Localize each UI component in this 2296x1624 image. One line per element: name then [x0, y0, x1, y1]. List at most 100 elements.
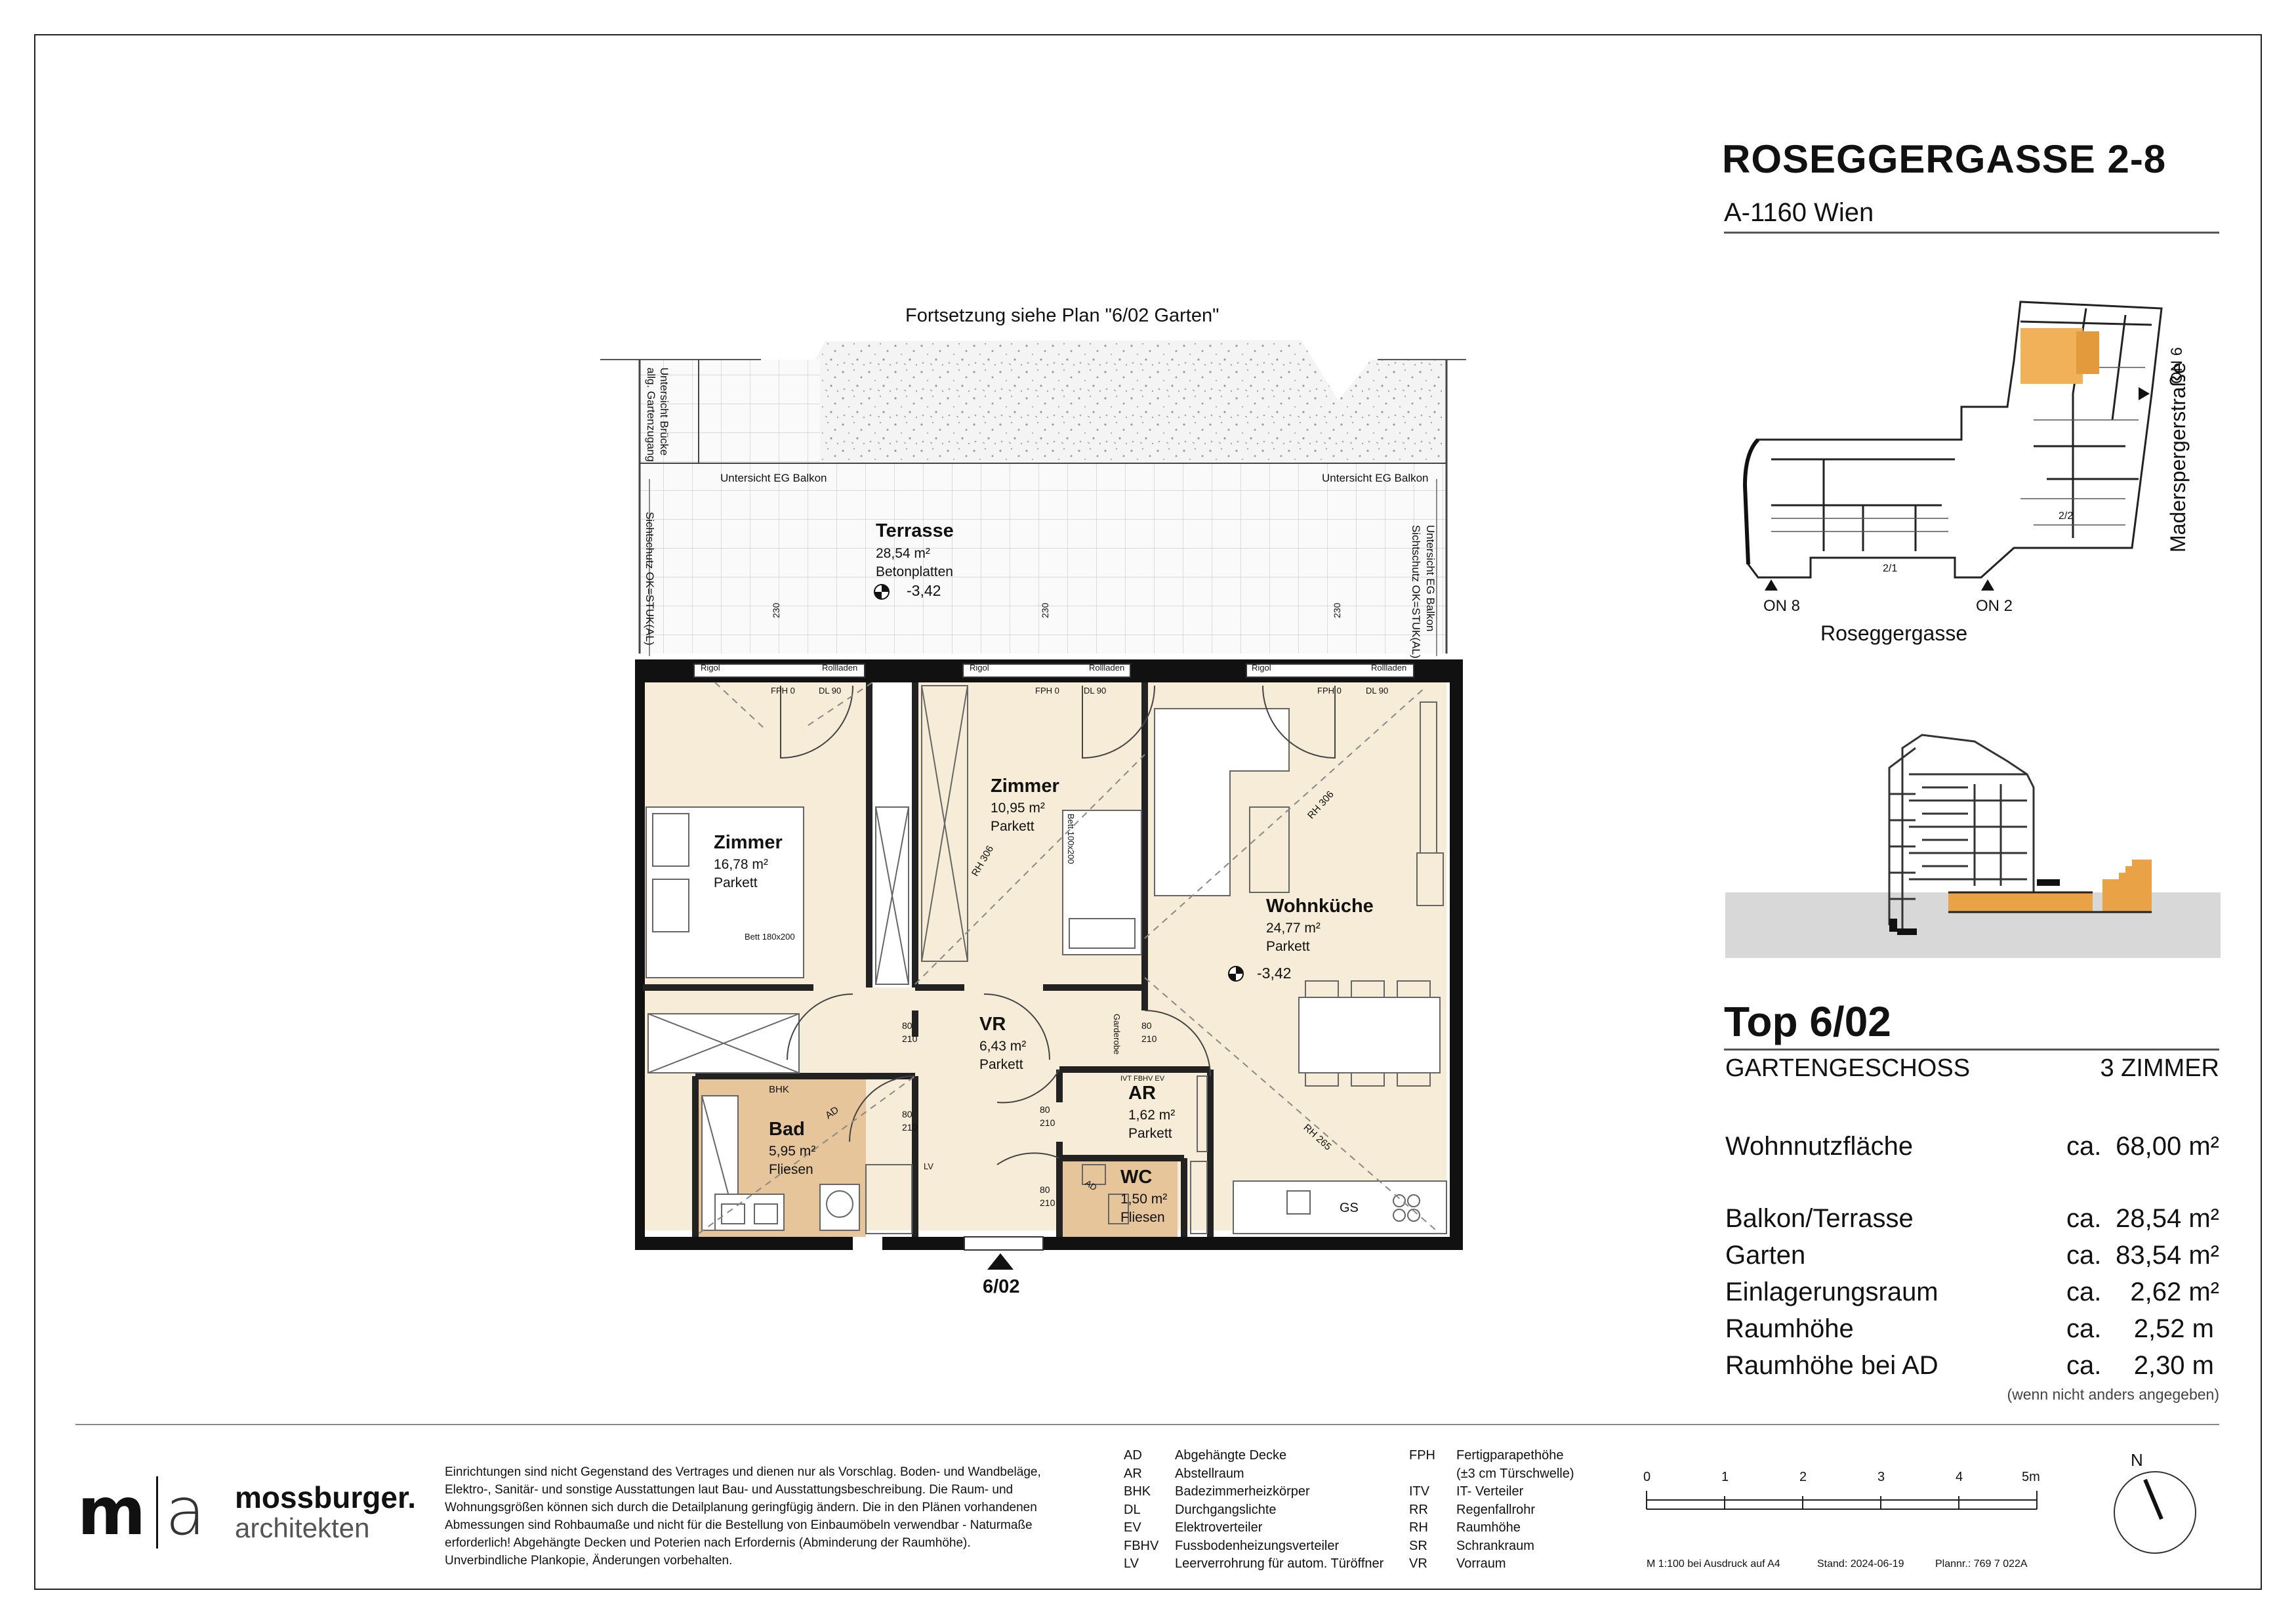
legend-right: FPH Fertigparapethöhe (±3 cm Türschwelle)…: [1409, 1447, 1574, 1573]
rollladen-label-1: Rollladen: [822, 663, 858, 673]
room-floor-wohnkueche: Parkett: [1266, 939, 1310, 954]
door-width-2: 80: [1141, 1020, 1152, 1031]
dl-label-1: DL 90: [819, 686, 842, 696]
window-height-1: 230: [771, 602, 781, 618]
room-floor-vr: Parkett: [979, 1057, 1023, 1072]
area-ca-wohnnutz: ca.: [2066, 1132, 2102, 1161]
wall-east: [1450, 659, 1463, 1250]
room-area-wohnkueche: 24,77 m²: [1266, 921, 1321, 936]
legend-abbr: AR: [1124, 1466, 1142, 1481]
level-terrasse: -3,42: [907, 582, 941, 599]
dl-label-2: DL 90: [1084, 686, 1107, 696]
legend-text: Schrankraum: [1456, 1538, 1534, 1553]
lv-label: LV: [924, 1161, 933, 1171]
north-arrow-icon: [2114, 1471, 2196, 1554]
fph-label-1: FPH 0: [771, 686, 795, 696]
legend-abbr: DL: [1124, 1502, 1141, 1517]
legend-abbr: RR: [1409, 1502, 1428, 1517]
bhk-label: BHK: [769, 1084, 789, 1095]
legend-text: Abstellraum: [1175, 1466, 1244, 1481]
terrace-tiles: [640, 463, 1446, 654]
room-floor-zimmer-2: Parkett: [991, 819, 1035, 834]
area-value-raumhoehe: 2,52 m: [2133, 1314, 2214, 1343]
room-name-terrasse: Terrasse: [876, 520, 954, 541]
door-height-4: 210: [1040, 1117, 1056, 1128]
scale-tick-3: 3: [1877, 1470, 1885, 1484]
legend-abbr: FPH: [1409, 1448, 1435, 1463]
logo-a: a: [165, 1473, 206, 1550]
keyplan-stair-22: 2/2: [2059, 510, 2074, 522]
room-area-zimmer-2: 10,95 m²: [991, 801, 1045, 816]
bridge-area: [640, 360, 820, 465]
door-width-5: 80: [1040, 1184, 1050, 1195]
level-wohnkueche: -3,42: [1257, 965, 1292, 982]
legend-abbr: RH: [1409, 1520, 1428, 1535]
area-label-wohnnutz: Wohnnutzfläche: [1725, 1132, 1914, 1161]
privacy-label-right: Sichtschutz OK=STUK(AL): [1410, 525, 1422, 659]
balcony-label-left: Untersicht EG Balkon: [720, 472, 827, 484]
plan-date: Stand: 2024-06-19: [1817, 1558, 1904, 1570]
area-ca-raumhoehe: ca.: [2066, 1314, 2102, 1343]
fph-label-2: FPH 0: [1035, 686, 1059, 696]
door-height-2: 210: [1141, 1033, 1157, 1044]
area-label-balkon: Balkon/Terrasse: [1725, 1204, 1914, 1233]
door-height-5: 210: [1040, 1197, 1056, 1208]
unit-highlight: [2020, 328, 2083, 384]
key-plan: [1742, 301, 2163, 591]
legend-abbr: LV: [1124, 1556, 1139, 1571]
rollladen-label-2: Rollladen: [1089, 663, 1125, 673]
section-sketch: [1725, 734, 2221, 958]
room-area-wc: 1,50 m²: [1120, 1192, 1168, 1207]
bed-label-1: Bett 180x200: [745, 932, 795, 942]
drawing-frame: [34, 34, 2262, 1590]
legend-text: Durchgangslichte: [1175, 1502, 1277, 1517]
logo-separator: [156, 1476, 158, 1549]
scale-tick-1: 1: [1721, 1470, 1729, 1484]
door-width-1: 80: [902, 1020, 912, 1031]
keyplan-on2: ON 2: [1976, 597, 2013, 615]
door-width-4: 80: [1040, 1104, 1050, 1115]
area-ca-garten: ca.: [2066, 1241, 2102, 1270]
garderobe-label: Garderobe: [1112, 1014, 1122, 1055]
balcony-label-right: Untersicht EG Balkon: [1322, 472, 1429, 484]
legend-text: Fertigparapethöhe: [1456, 1448, 1564, 1463]
legend-text: Regenfallrohr: [1456, 1502, 1536, 1517]
scale-tick-2: 2: [1799, 1470, 1807, 1484]
bridge-label: Untersicht Brücke allg. Gartenzugang: [645, 367, 670, 462]
rigol-label-2: Rigol: [970, 663, 989, 673]
room-floor-ar: Parkett: [1128, 1126, 1172, 1141]
rigol-label-1: Rigol: [701, 663, 720, 673]
bed-label-2: Bett 100x200: [1066, 814, 1076, 864]
legend-text: (±3 cm Türschwelle): [1456, 1466, 1574, 1481]
room-floor-bad: Fliesen: [769, 1162, 813, 1177]
room-name-wohnkueche: Wohnküche: [1266, 896, 1374, 917]
area-ca-einlagerung: ca.: [2066, 1278, 2102, 1306]
area-note: (wenn nicht anders angegeben): [2007, 1386, 2219, 1403]
north-label: N: [2131, 1450, 2143, 1470]
furniture: [646, 685, 1447, 1234]
room-name-zimmer-1: Zimmer: [714, 832, 783, 853]
footer-divider: [75, 1424, 2219, 1425]
legend-text: IT- Verteiler: [1456, 1484, 1524, 1499]
room-name-bad: Bad: [769, 1119, 805, 1140]
area-value-garten: 83,54 m²: [2116, 1241, 2219, 1270]
legend-abbr: BHK: [1124, 1484, 1151, 1499]
unit-top: Top 6/02: [1724, 998, 1891, 1045]
window-height-2: 230: [1040, 602, 1050, 618]
door-width-3: 80: [902, 1109, 912, 1119]
level-marker-icon: [1228, 966, 1244, 982]
keyplan-stair-21: 2/1: [1883, 563, 1898, 574]
continuation-note: Fortsetzung siehe Plan "6/02 Garten": [905, 305, 1220, 326]
brand-name: mossburger.: [235, 1480, 417, 1514]
legend-abbr: SR: [1409, 1538, 1427, 1553]
room-area-ar: 1,62 m²: [1128, 1108, 1176, 1123]
scale-tick-5: 5m: [2022, 1470, 2040, 1484]
balcony-label-right-vertical: Untersicht EG Balkon: [1424, 525, 1437, 632]
area-value-einlagerung: 2,62 m²: [2130, 1278, 2219, 1306]
disclaimer: Einrichtungen sind nicht Gegenstand des …: [445, 1465, 1041, 1568]
unit-entry-label: 6/02: [983, 1276, 1020, 1297]
header-divider: [1724, 232, 2219, 234]
project-title: ROSEGGERGASSE 2-8: [1722, 137, 2167, 181]
area-label-raumhoehe: Raumhöhe: [1725, 1314, 1854, 1343]
